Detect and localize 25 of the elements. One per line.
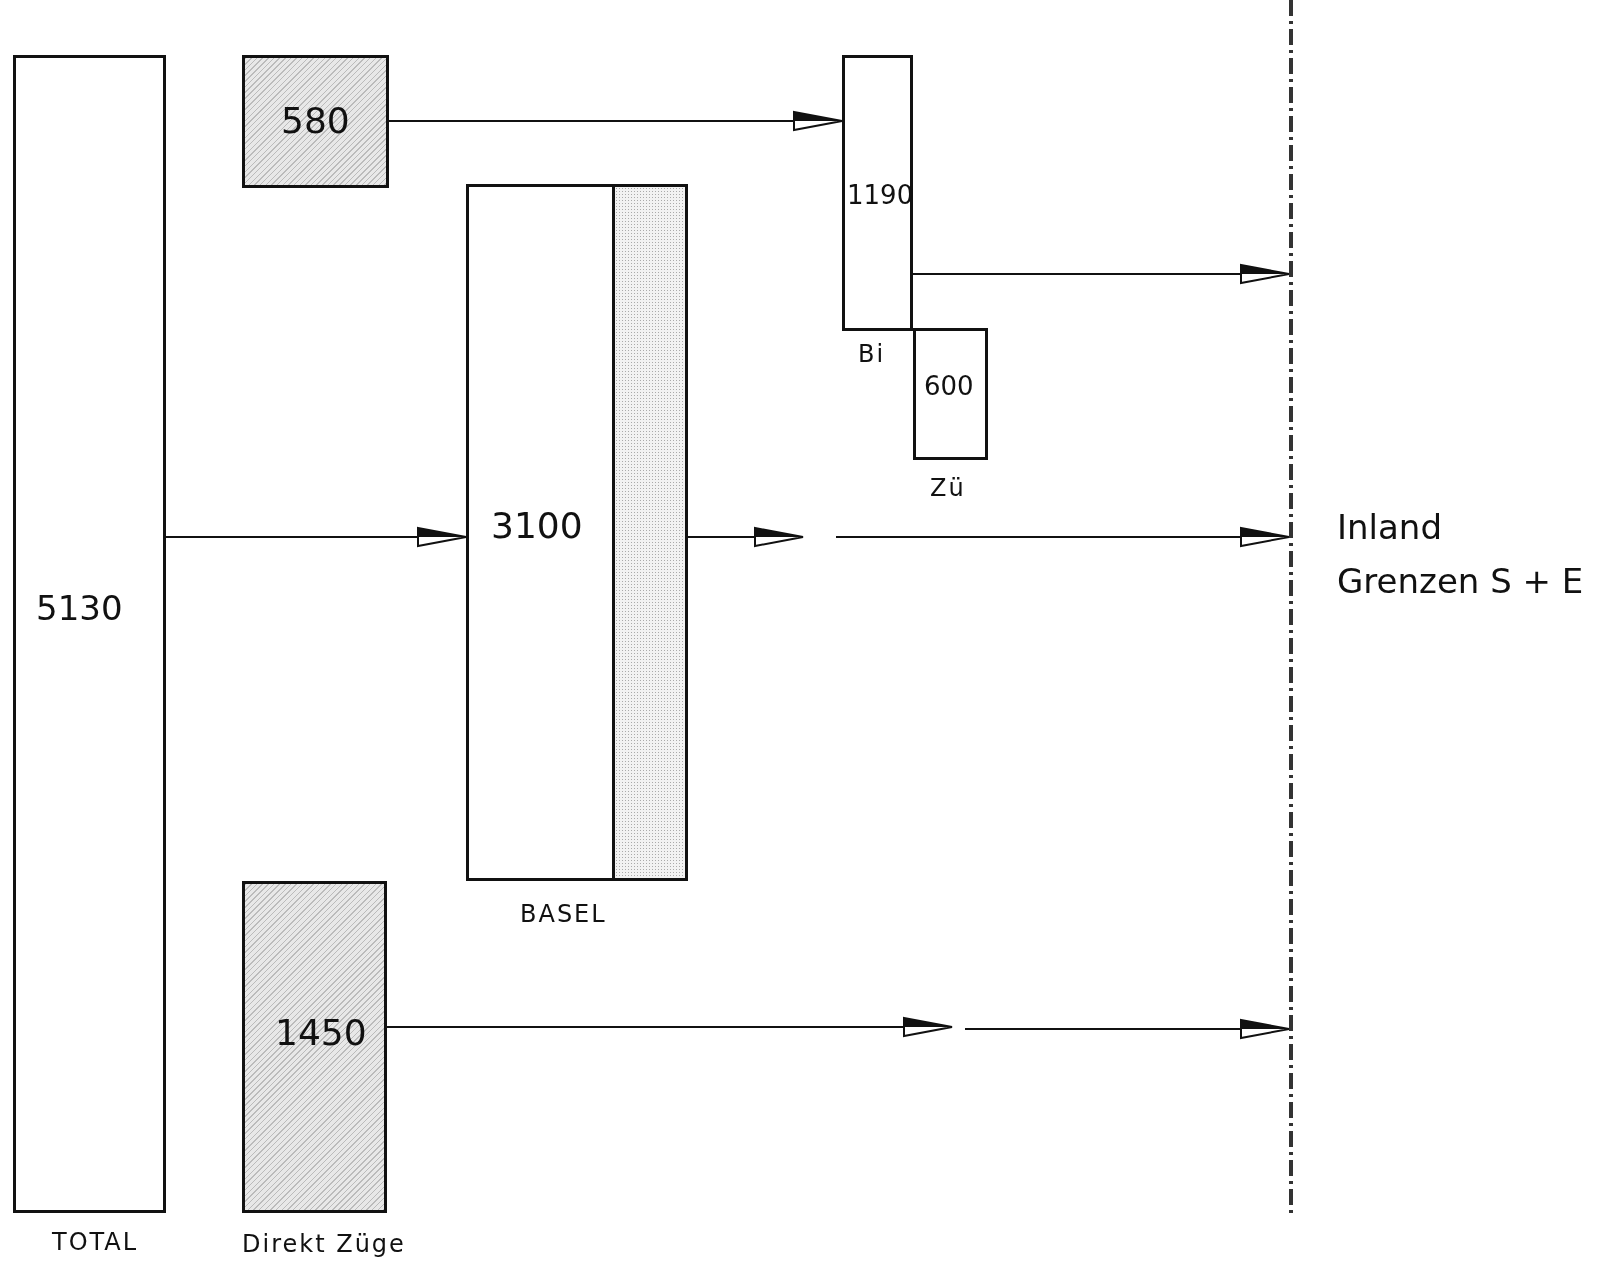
data-bar [842,55,913,331]
data-bar [466,184,688,881]
bar-caption: BASEL [520,900,607,928]
data-bar [913,328,988,460]
value-label: 3100 [491,505,583,546]
value-label: 5130 [36,588,123,628]
arrow [386,1017,953,1037]
bar-caption: TOTAL [52,1228,139,1256]
bar-caption: Zü [930,474,966,502]
arrow [687,527,804,547]
region-label: Inland Grenzen S + E [1337,506,1585,603]
bar-caption: Direkt Züge [242,1230,406,1258]
arrow [912,264,1290,284]
arrow [165,527,467,547]
value-label: 580 [281,100,350,141]
data-bar [242,881,387,1213]
value-label: 1190 [847,180,914,210]
arrow [835,527,1290,547]
arrow [964,1019,1290,1039]
value-label: 600 [924,371,974,401]
arrow [388,111,843,131]
data-bar [242,55,389,188]
value-label: 1450 [275,1012,367,1053]
data-bar [13,55,166,1213]
bar-caption: Bi [858,340,886,368]
